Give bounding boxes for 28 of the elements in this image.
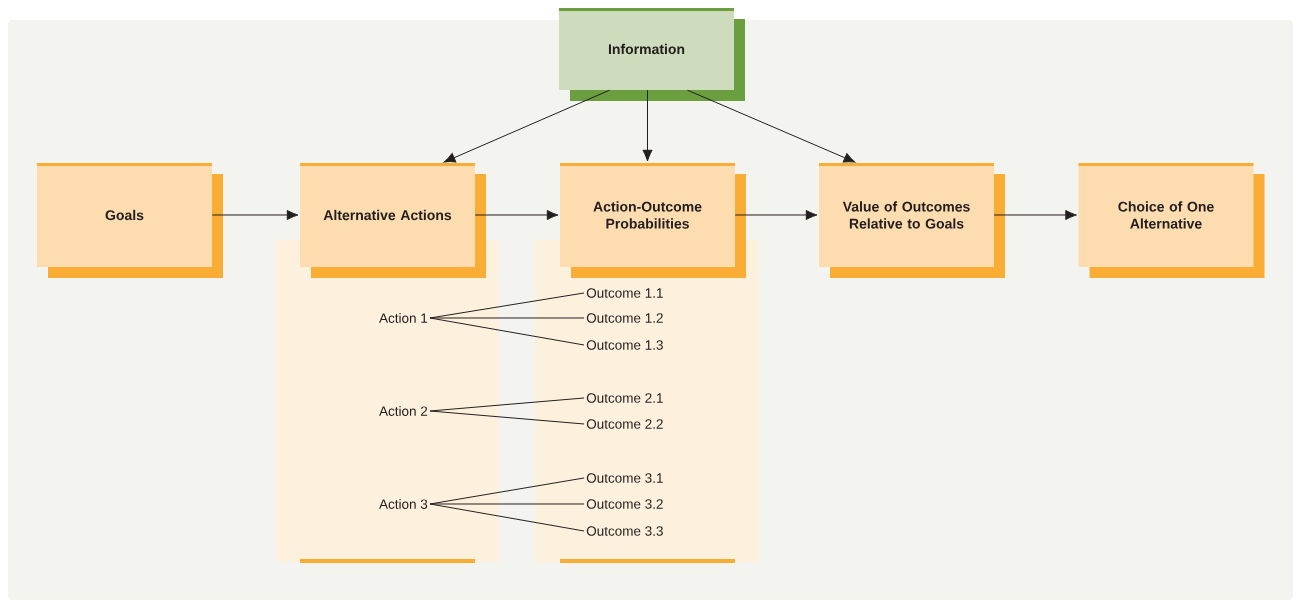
process-box: Alternative Actions (300, 163, 486, 278)
branch-line (429, 503, 585, 532)
arrow (211, 209, 299, 221)
outcome-label: Outcome 3.2 (586, 499, 663, 509)
process-box: Choice of One Alternative (1078, 163, 1265, 278)
process-box: Goals (37, 163, 223, 278)
info-box: Information (559, 8, 745, 101)
branch-line (429, 503, 585, 505)
action-label: Action 3 (379, 499, 428, 509)
arrow (642, 89, 653, 162)
arrow (993, 209, 1077, 221)
action-label: Action 2 (379, 406, 428, 416)
action-label: Action 1 (379, 313, 428, 323)
outcome-label: Outcome 3.1 (586, 473, 663, 483)
arrow (734, 209, 818, 221)
branch-line (429, 397, 585, 412)
outcome-label: Outcome 1.1 (586, 288, 663, 298)
outcome-label: Outcome 3.3 (586, 526, 663, 536)
branch-line (429, 410, 585, 425)
branch-line (429, 317, 585, 319)
process-box: Value of Outcomes Relative to Goals (819, 163, 1005, 278)
branch-line (429, 317, 585, 346)
outcome-label: Outcome 1.3 (586, 340, 663, 350)
arrow (474, 209, 559, 221)
outcome-label: Outcome 1.2 (586, 313, 663, 323)
outcome-label: Outcome 2.1 (586, 393, 663, 403)
outcome-label: Outcome 2.2 (586, 419, 663, 429)
process-box: Action-Outcome Probabilities (560, 163, 746, 278)
